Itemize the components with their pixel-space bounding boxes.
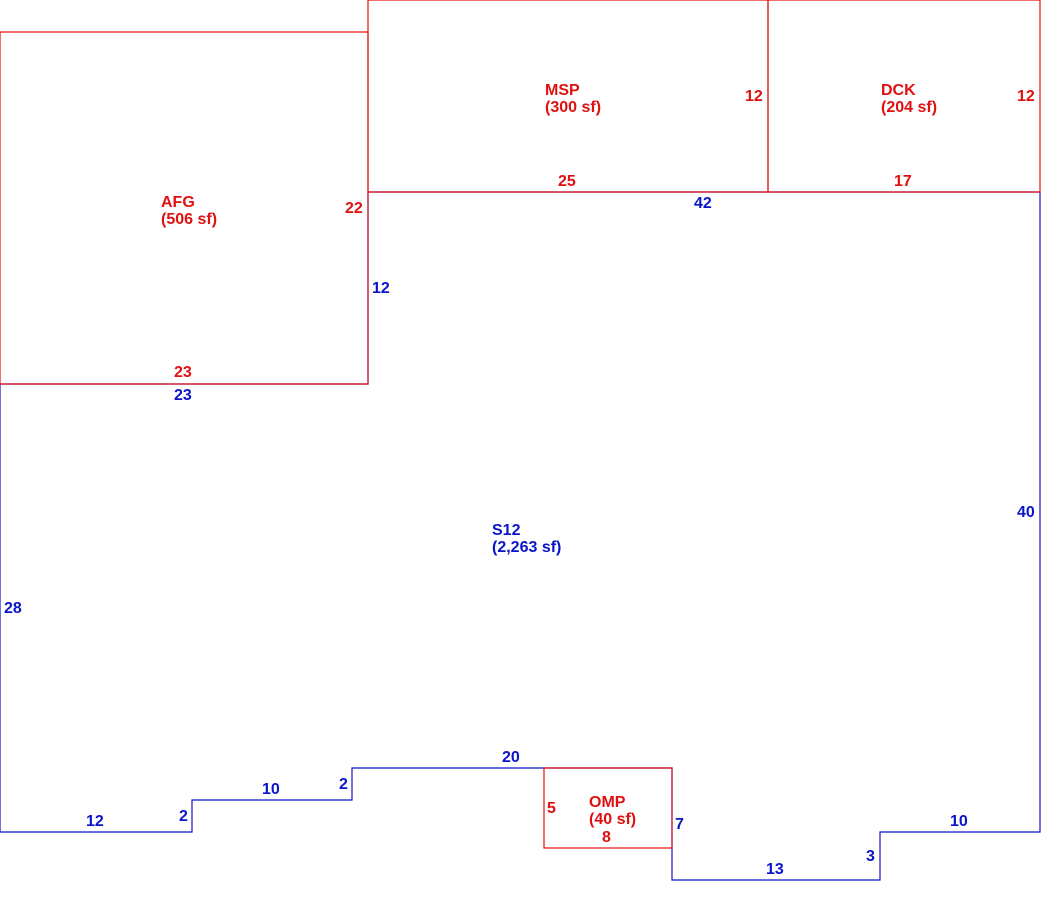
- main-afg-side-dimension: 12: [372, 280, 390, 297]
- omp-area-outline: [543, 767, 673, 849]
- main-omp-side-dimension: 7: [675, 816, 684, 833]
- msp-side-dimension: 12: [745, 88, 763, 105]
- afg-area-outline: [0, 31, 369, 385]
- main-bottom-mid-dimension: 13: [766, 861, 784, 878]
- omp-area-label: (40 sf): [589, 811, 636, 828]
- main-bottom-left-dimension: 12: [86, 813, 104, 830]
- main-code-label: S12: [492, 522, 521, 539]
- main-top-dimension: 42: [694, 195, 712, 212]
- main-step-right-dimension: 3: [866, 848, 875, 865]
- main-area-outline: [0, 191, 1041, 881]
- dck-side-dimension: 12: [1017, 88, 1035, 105]
- msp-code-label: MSP: [545, 82, 580, 99]
- main-step1-dimension: 2: [179, 808, 188, 825]
- dck-area-outline: [767, 0, 1041, 193]
- main-right-dimension: 40: [1017, 504, 1035, 521]
- main-area-label: (2,263 sf): [492, 539, 561, 556]
- main-top-step-dimension: 20: [502, 749, 520, 766]
- msp-area-label: (300 sf): [545, 99, 601, 116]
- main-mid-step-dimension: 10: [262, 781, 280, 798]
- afg-code-label: AFG: [161, 194, 195, 211]
- dck-bottom-dimension: 17: [894, 173, 912, 190]
- main-step2-dimension: 2: [339, 776, 348, 793]
- omp-bottom-dimension: 8: [602, 829, 611, 846]
- main-bottom-right-dimension: 10: [950, 813, 968, 830]
- main-afg-bottom-dimension: 23: [174, 387, 192, 404]
- afg-side-dimension: 22: [345, 200, 363, 217]
- msp-bottom-dimension: 25: [558, 173, 576, 190]
- main-left-dimension: 28: [4, 600, 22, 617]
- afg-area-label: (506 sf): [161, 211, 217, 228]
- omp-code-label: OMP: [589, 794, 626, 811]
- afg-bottom-dimension: 23: [174, 364, 192, 381]
- dck-area-label: (204 sf): [881, 99, 937, 116]
- dck-code-label: DCK: [881, 82, 916, 99]
- omp-side-dimension: 5: [547, 800, 556, 817]
